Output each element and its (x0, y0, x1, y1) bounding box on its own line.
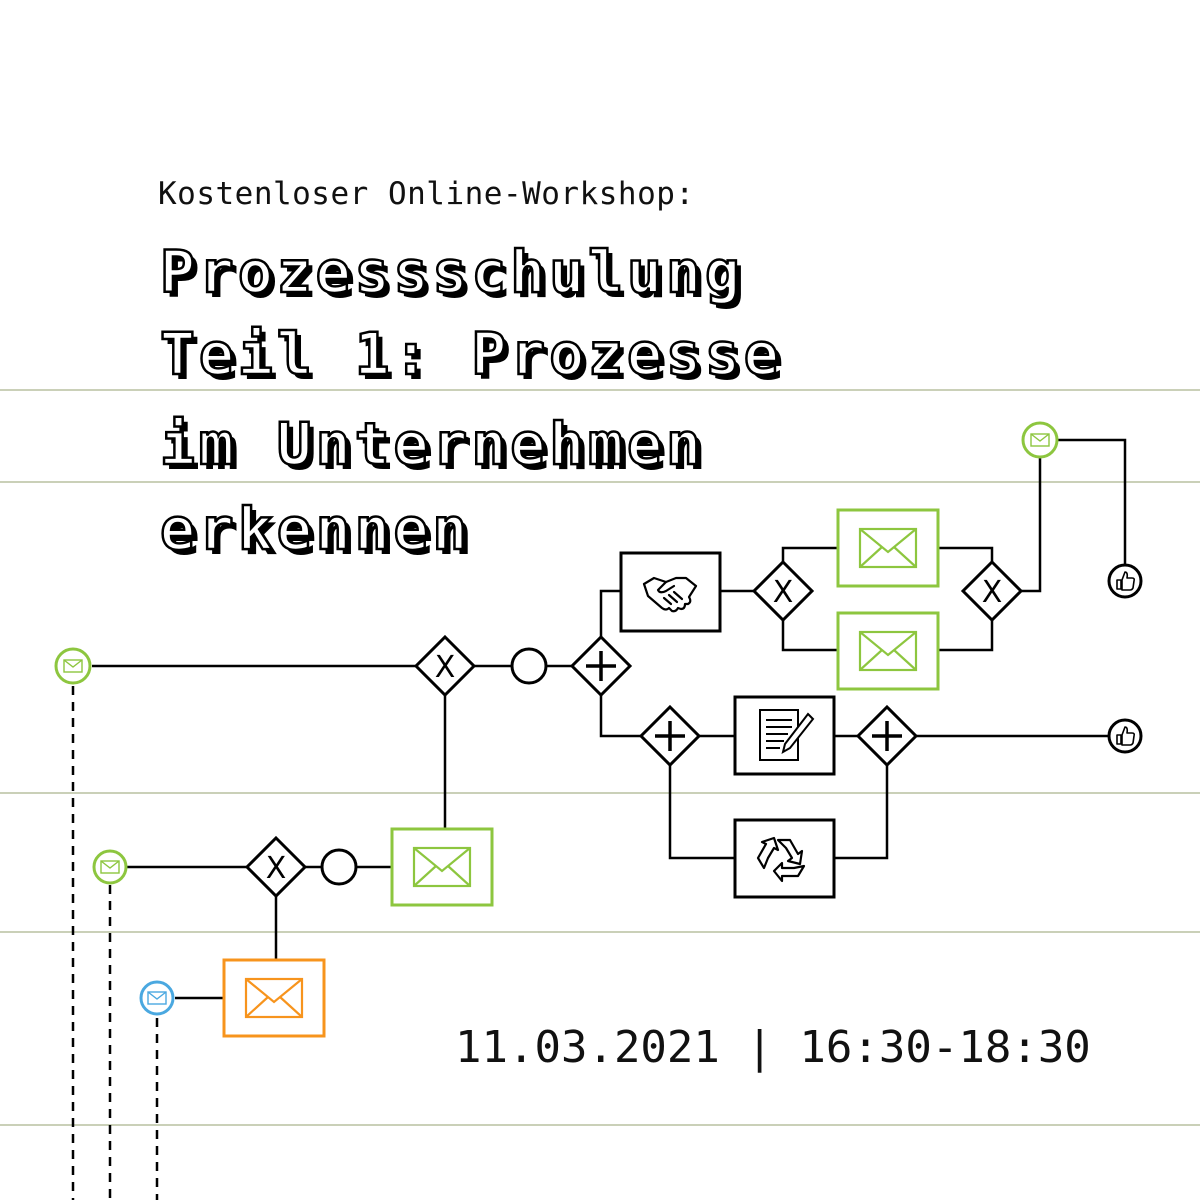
message-flows (71, 686, 159, 1200)
task-document (733, 695, 836, 776)
title-line-2: Teil 1: Prozesse (159, 319, 783, 390)
start-event-message-2 (92, 849, 128, 885)
event-separator: | (746, 1022, 773, 1073)
lane-lines (0, 389, 1200, 1126)
title-line-4: erkennen (159, 494, 472, 565)
task-handshake (619, 551, 722, 633)
parallel-gateway-2 (639, 705, 701, 767)
intermediate-event-1 (510, 647, 548, 685)
intermediate-event-message (1021, 421, 1059, 459)
task-recycle (733, 818, 836, 899)
sequence-flows (92, 438, 1127, 1000)
start-event-message-3 (139, 980, 175, 1016)
event-time: 16:30-18:30 (799, 1022, 1091, 1073)
event-date: 11.03.2021 (455, 1022, 720, 1073)
exclusive-gateway-2 (752, 560, 814, 622)
start-event-message-1 (54, 647, 92, 685)
exclusive-gateway-4 (245, 836, 307, 898)
task-message-green-3 (390, 827, 494, 907)
exclusive-gateway-1 (414, 635, 476, 697)
task-message-green-2 (836, 611, 940, 691)
task-message-green-1 (836, 508, 940, 588)
event-datetime: 11.03.2021 | 16:30-18:30 (455, 1022, 1091, 1073)
exclusive-gateway-3 (961, 560, 1023, 622)
parallel-gateway-1 (570, 635, 632, 697)
task-message-orange (222, 958, 326, 1038)
subtitle: Kostenloser Online-Workshop: (158, 176, 695, 212)
recycle-icon (756, 836, 806, 883)
document-pen-icon (759, 709, 815, 761)
intermediate-event-2 (320, 848, 358, 886)
handshake-icon (642, 576, 698, 613)
end-event-thumbs-up-1 (1107, 563, 1143, 599)
title-line-1: Prozessschulung (159, 237, 744, 308)
end-event-thumbs-up-2 (1107, 718, 1143, 754)
parallel-gateway-3 (856, 705, 918, 767)
title-line-3: im Unternehmen (159, 409, 705, 480)
